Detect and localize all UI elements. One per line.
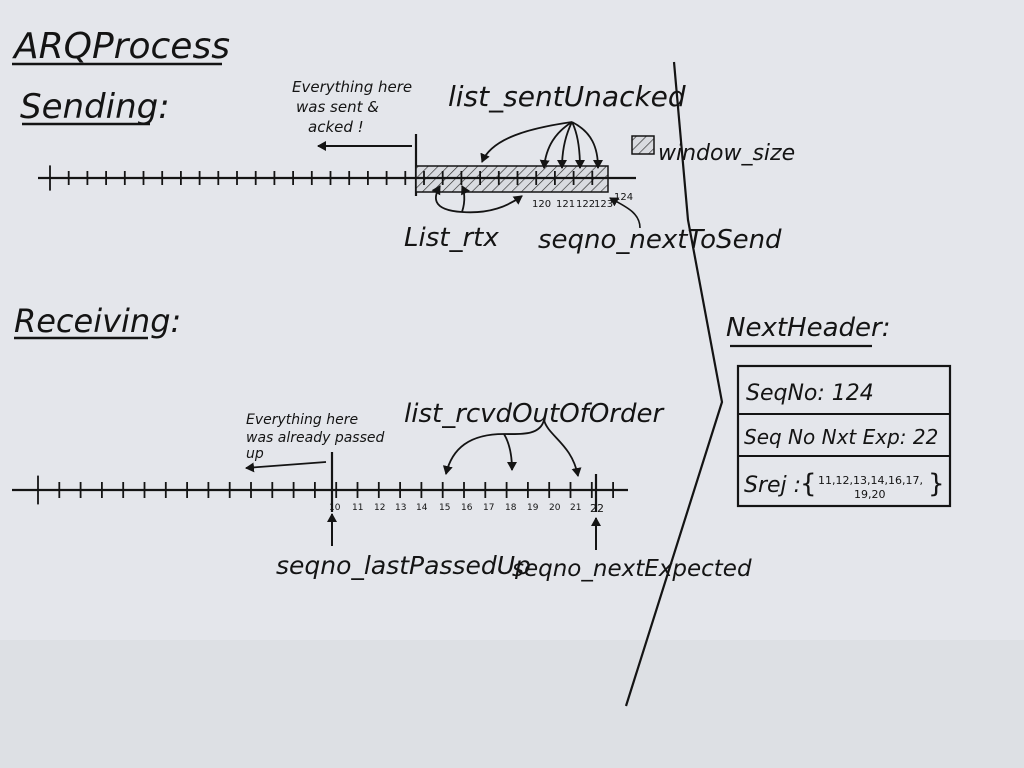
sending-heading: Sending: [20,87,170,127]
list-rtx-label: List_rtx [404,223,499,253]
next-header-box [736,364,952,508]
recv-tick-label: 12 [374,503,385,513]
next-header-heading: NextHeader: [726,313,890,343]
send-tick-label: 124 [614,192,633,203]
receiving-note-line-1: Everything here [246,412,358,428]
section-divider [624,61,724,707]
receiving-note-line-3: up [246,446,264,462]
srej-brace-open: { [800,469,817,499]
window-size-legend-label: window_size [658,141,795,166]
recv-tick-label: 11 [352,503,363,513]
recv-tick-label: 19 [527,503,539,513]
receiving-ticks [37,475,614,505]
receiving-heading: Receiving: [14,302,181,340]
list-sent-unacked-label: list_sentUnacked [448,80,686,113]
page-title: ARQProcess [12,26,230,67]
recv-tick-label: 10 [329,503,341,513]
sending-ticks [49,165,594,191]
send-tick-label: 123 [594,199,613,210]
recv-tick-label: 21 [570,503,581,513]
send-tick-label: 120 [532,199,551,210]
recv-tick-label: 15 [439,503,450,513]
sending-note-line-3: acked ! [308,118,364,136]
seqno-next-to-send-label: seqno_nextToSend [538,225,782,255]
srej-values-line-2: 19,20 [854,488,886,501]
srej-field-label: Srej : [744,473,801,498]
seq-no-field: SeqNo: 124 [746,381,874,406]
sending-note-line-1: Everything here [292,78,412,96]
recv-tick-label: 14 [416,503,428,513]
passed-up-arrow [245,461,327,473]
seqno-last-passed-up-label: seqno_lastPassedUp [276,551,531,580]
recv-tick-label: 22 [590,502,604,515]
seqno-next-expected-label: seqno_nextExpected [512,556,752,582]
recv-tick-label: 16 [461,503,473,513]
recv-tick-label: 20 [549,503,561,513]
receiving-section: Receiving: Everything here was already p… [12,302,752,582]
send-tick-label: 121 [556,199,575,210]
next-header-section: NextHeader: SeqNo: 124 Seq No Nxt Exp: 2… [726,313,952,508]
srej-values-line-1: 11,12,13,14,16,17, [818,474,923,487]
recv-tick-label: 18 [505,503,517,513]
window-size-legend-swatch [631,135,655,155]
recv-tick-label: 13 [395,503,406,513]
seq-no-nxt-exp-field: Seq No Nxt Exp: 22 [744,425,938,449]
recv-tick-label: 17 [483,503,494,513]
send-tick-label: 122 [576,199,595,210]
list-rcvd-out-of-order-label: list_rcvdOutOfOrder [404,399,665,429]
sending-note-line-2: was sent & [296,98,379,116]
receiving-note-line-2: was already passed [246,430,384,446]
sending-section: Sending: Everything here was sent & acke… [20,78,795,255]
srej-brace-close: } [928,469,945,499]
